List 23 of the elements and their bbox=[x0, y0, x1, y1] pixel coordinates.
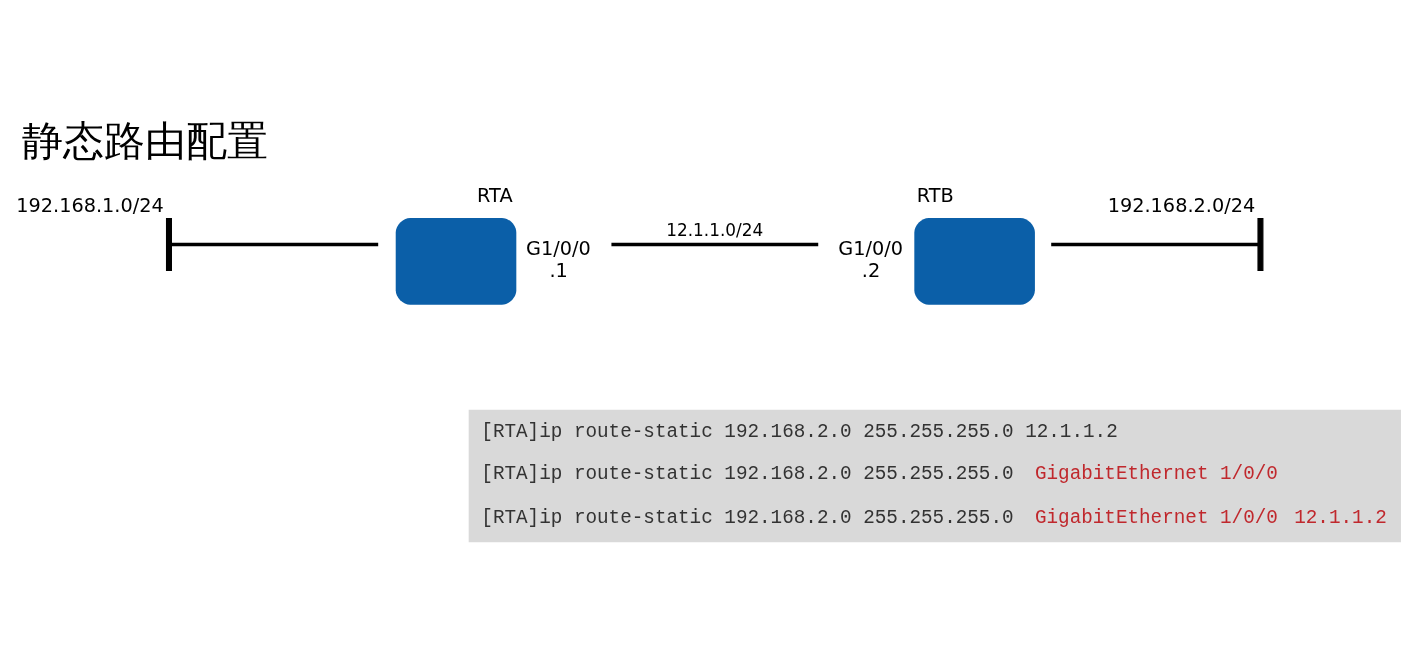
node-box bbox=[914, 217, 1035, 305]
node-label: 192.168.2.0/24 bbox=[1107, 194, 1256, 218]
connector bbox=[611, 242, 819, 247]
node-bar bbox=[1257, 217, 1264, 271]
node-label: RTA bbox=[477, 184, 513, 208]
node-label: G1/0/0 bbox=[838, 237, 904, 261]
node-label: G1/0/0 bbox=[525, 237, 591, 261]
node-label: .1 bbox=[549, 258, 568, 282]
connector bbox=[171, 242, 379, 247]
node-bar bbox=[165, 217, 172, 271]
node-box bbox=[395, 217, 517, 305]
node-label: .2 bbox=[861, 258, 881, 282]
label: [RTA]ip route-static 192.168.2.0 255.255.255.0 bbox=[481, 463, 1014, 486]
diagram-title: 静态路由配置 bbox=[22, 117, 269, 166]
label: GigabitEthernet 1/0/0 bbox=[1034, 463, 1278, 486]
node-label: RTB bbox=[916, 184, 954, 208]
label: GigabitEthernet 1/0/0 bbox=[1034, 506, 1278, 529]
edge-label: 12.1.1.0/24 bbox=[666, 220, 764, 241]
node-label: 192.168.1.0/24 bbox=[16, 194, 164, 218]
label: [RTA]ip route-static 192.168.2.0 255.255.255.0 12.1.1.2 bbox=[481, 421, 1118, 444]
label: [RTA]ip route-static 192.168.2.0 255.255.255.0 bbox=[481, 506, 1014, 529]
connector bbox=[1051, 242, 1258, 247]
label: 12.1.1.2 bbox=[1294, 506, 1387, 529]
